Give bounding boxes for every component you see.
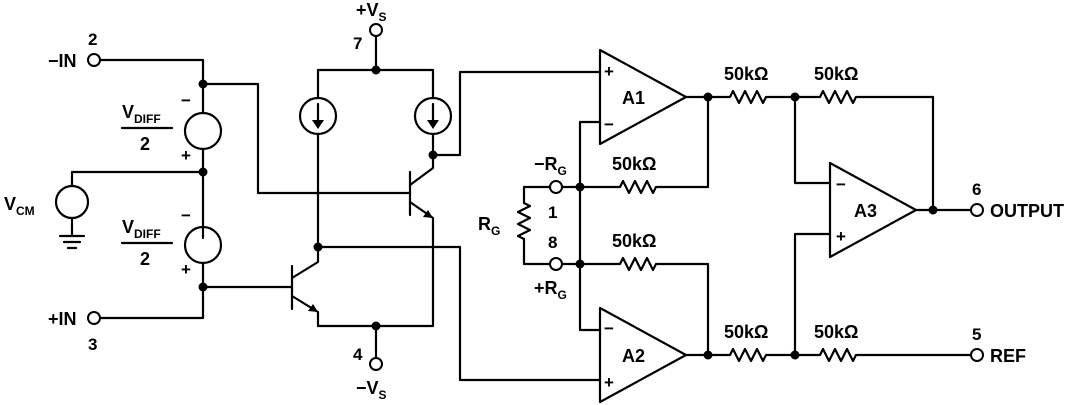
amplifier-a3: − + A3 [828, 161, 918, 259]
plus-sign: + [181, 260, 191, 279]
resistor-value-label: 50kΩ [724, 322, 768, 342]
resistor-a2-out [706, 347, 797, 363]
neg-vs-label: −VS [356, 378, 387, 402]
junction [198, 282, 208, 292]
resistor-value-label: 50kΩ [814, 64, 858, 84]
vdiff-label-lower: VDIFF [122, 217, 161, 241]
current-source-right-icon [413, 96, 453, 136]
supply-wiring [316, 34, 592, 360]
resistor-value-label: 50kΩ [814, 322, 858, 342]
neg-in-label: −IN [48, 51, 77, 71]
a1-label: A1 [622, 88, 645, 108]
minus-sign: − [181, 206, 191, 225]
resistor-a1-feedback [602, 179, 663, 195]
resistor-a1-out [706, 89, 797, 105]
pin-8-label: 8 [548, 233, 557, 252]
vcm-source: VCM [4, 184, 90, 220]
junction [928, 205, 938, 215]
plus-sign: + [604, 62, 614, 81]
pin-6-label: 6 [972, 180, 981, 199]
pos-rg-label: +RG [534, 278, 567, 302]
pos-in-label: +IN [48, 309, 77, 329]
output-label: OUTPUT [990, 201, 1064, 221]
vdiff-source-lower: VDIFF 2 − + [120, 206, 223, 279]
vdiff-label-upper: VDIFF [122, 102, 161, 126]
rg-label: RG [478, 214, 500, 238]
rg-network [516, 185, 582, 266]
ref-terminal [970, 348, 984, 362]
pin-1-label: 1 [548, 203, 557, 222]
neg-vs-terminal [369, 357, 383, 371]
pin-2-label: 2 [88, 30, 97, 49]
minus-sign: − [181, 91, 191, 110]
pin-4-label: 4 [353, 345, 363, 364]
a3-label: A3 [854, 201, 877, 221]
junction [575, 259, 585, 269]
minus-sign: − [836, 175, 846, 194]
resistor-value-label: 50kΩ [612, 154, 656, 174]
neg-rg-terminal [549, 180, 563, 194]
pos-rg-terminal [549, 257, 563, 271]
pin-5-label: 5 [972, 325, 981, 344]
transistor-q1-icon [316, 153, 435, 328]
transistor-q2-icon [290, 245, 320, 328]
pin-3-label: 3 [88, 335, 97, 354]
vdiff-source-upper: VDIFF 2 − + [120, 91, 223, 165]
minus-sign: − [604, 319, 614, 338]
a2-label: A2 [622, 346, 645, 366]
amplifier-a1: + − A1 [598, 48, 688, 146]
vdiff-denominator: 2 [140, 249, 150, 269]
ground-icon [58, 234, 86, 250]
plus-sign: + [604, 373, 614, 392]
resistor-ref [793, 347, 973, 363]
resistor-value-label: 50kΩ [724, 64, 768, 84]
junction [575, 182, 585, 192]
junction [198, 79, 208, 89]
resistor-a3-feedback [793, 89, 935, 105]
resistor-a2-feedback [602, 256, 663, 272]
pin-7-label: 7 [353, 34, 362, 53]
minus-sign: − [604, 115, 614, 134]
current-source-left-icon [298, 96, 338, 136]
pos-vs-label: +VS [356, 0, 387, 24]
output-terminal [970, 203, 984, 217]
pos-in-terminal [87, 311, 101, 325]
plus-sign: + [181, 146, 191, 165]
junction [198, 167, 208, 177]
junction [371, 65, 381, 75]
cross-wiring [316, 245, 592, 382]
input-wiring [70, 58, 412, 320]
ref-label: REF [990, 346, 1026, 366]
vcm-label: VCM [4, 194, 35, 218]
plus-sign: + [836, 227, 846, 246]
pos-vs-terminal [369, 23, 383, 37]
resistor-value-label: 50kΩ [612, 231, 656, 251]
neg-rg-label: −RG [534, 154, 567, 178]
amplifier-a2: − + A2 [598, 306, 688, 404]
junction [313, 242, 323, 252]
neg-in-terminal [87, 53, 101, 67]
vdiff-denominator: 2 [140, 134, 150, 154]
